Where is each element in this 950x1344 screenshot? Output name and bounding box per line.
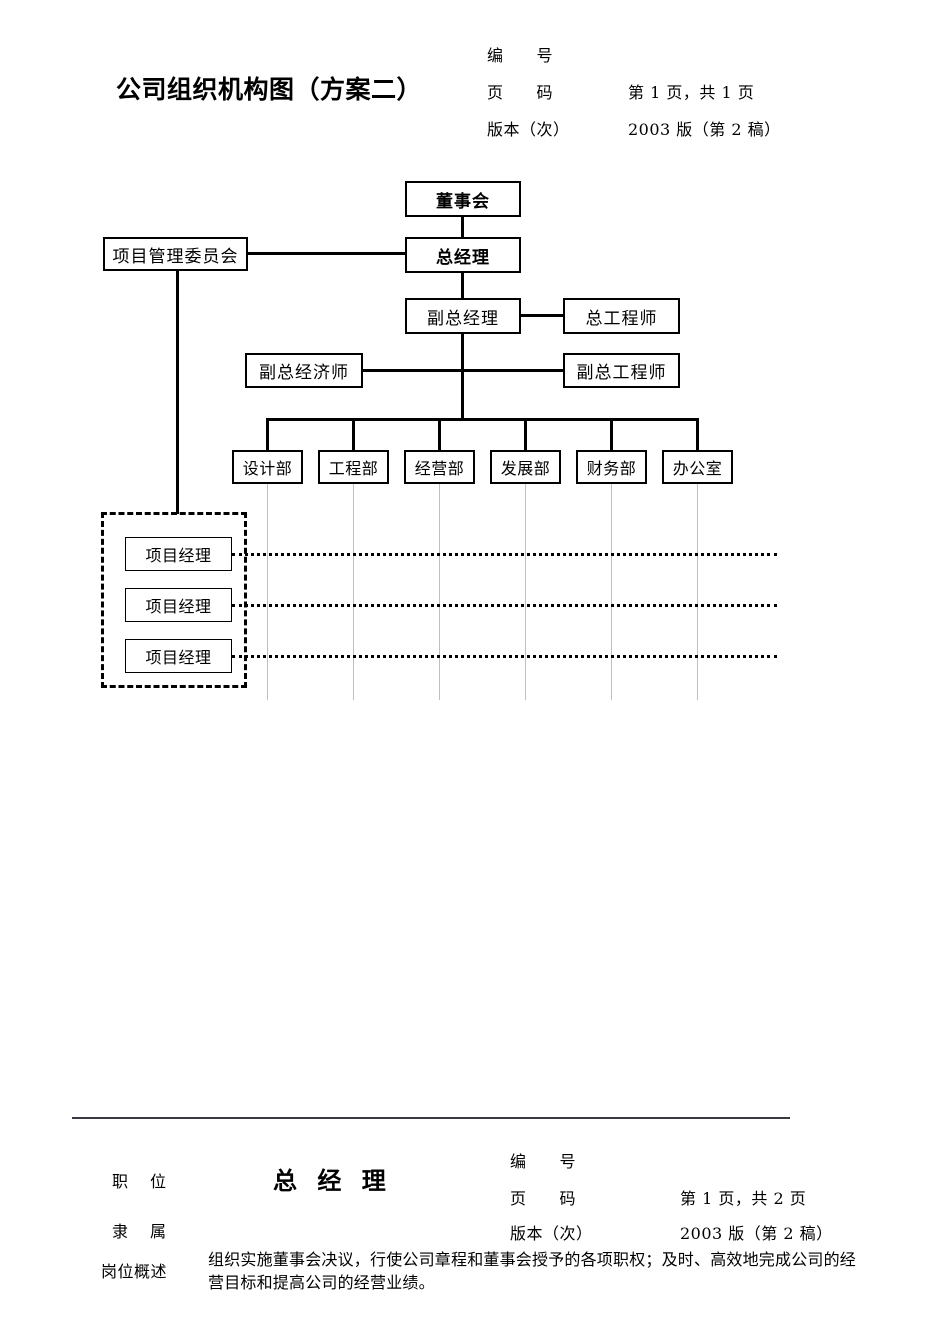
org-node-department-5: 财务部 <box>576 450 647 484</box>
org-node-deputy-chief-engineer: 副总工程师 <box>563 353 680 388</box>
dept-stub-4 <box>524 418 527 450</box>
footer-affiliation-label: 隶 属 <box>112 1222 170 1241</box>
org-node-general-manager: 总经理 <box>405 237 521 273</box>
dept-stub-2 <box>352 418 355 450</box>
footer-meta-value-version: 2003 版（第 2 稿） <box>680 1224 833 1243</box>
org-node-department-6: 办公室 <box>662 450 733 484</box>
section-divider <box>72 1117 790 1119</box>
header-meta-value-version: 2003 版（第 2 稿） <box>628 120 781 139</box>
header-meta-label-number: 编 号 <box>487 46 554 65</box>
org-node-department-3: 经营部 <box>404 450 475 484</box>
header-meta-label-version: 版本（次） <box>487 120 570 139</box>
org-node-deputy-chief-economist: 副总经济师 <box>245 353 363 388</box>
footer-meta-label-page: 页 码 <box>510 1189 577 1208</box>
org-node-project-manager-1: 项目经理 <box>125 537 232 571</box>
header-meta-value-page: 第 1 页，共 1 页 <box>628 83 755 102</box>
matrix-grid-line-6 <box>697 484 698 700</box>
matrix-dotted-line-3 <box>232 655 777 658</box>
footer-summary-label: 岗位概述 <box>101 1262 168 1281</box>
matrix-grid-line-4 <box>525 484 526 700</box>
footer-meta-label-number: 编 号 <box>510 1152 577 1171</box>
footer-meta-value-page: 第 1 页，共 2 页 <box>680 1189 807 1208</box>
committee-to-gm-connector <box>246 252 407 255</box>
footer-meta-label-version: 版本（次） <box>510 1224 593 1243</box>
org-node-project-manager-3: 项目经理 <box>125 639 232 673</box>
department-bus-bar <box>266 418 698 421</box>
matrix-grid-line-5 <box>611 484 612 700</box>
dept-stub-3 <box>438 418 441 450</box>
dept-stub-1 <box>266 418 269 450</box>
dept-stub-5 <box>610 418 613 450</box>
org-node-department-1: 设计部 <box>232 450 303 484</box>
matrix-grid-line-2 <box>353 484 354 700</box>
org-node-board: 董事会 <box>405 181 521 217</box>
org-node-deputy-general-manager: 副总经理 <box>405 298 521 334</box>
org-node-project-committee: 项目管理委员会 <box>103 237 248 271</box>
dgm-to-chief-engineer-connector <box>519 314 565 317</box>
matrix-dotted-line-2 <box>232 604 777 607</box>
matrix-grid-line-1 <box>267 484 268 700</box>
matrix-dotted-line-1 <box>232 553 777 556</box>
org-node-project-manager-2: 项目经理 <box>125 588 232 622</box>
committee-to-pm-connector <box>176 270 179 514</box>
deputy-rail-connector <box>362 369 565 372</box>
page-title: 公司组织机构图（方案二） <box>116 75 423 104</box>
dept-stub-6 <box>696 418 699 450</box>
header-meta-label-page: 页 码 <box>487 83 554 102</box>
matrix-grid-line-3 <box>439 484 440 700</box>
project-manager-group-boundary <box>101 512 247 688</box>
org-node-department-2: 工程部 <box>318 450 389 484</box>
footer-position-label: 职 位 <box>112 1172 170 1191</box>
org-node-department-4: 发展部 <box>490 450 561 484</box>
footer-summary-text: 组织实施董事会决议，行使公司章程和董事会授予的各项职权；及时、高效地完成公司的经… <box>208 1250 857 1293</box>
footer-position-value: 总 经 理 <box>273 1166 392 1195</box>
org-node-chief-engineer: 总工程师 <box>563 298 680 334</box>
